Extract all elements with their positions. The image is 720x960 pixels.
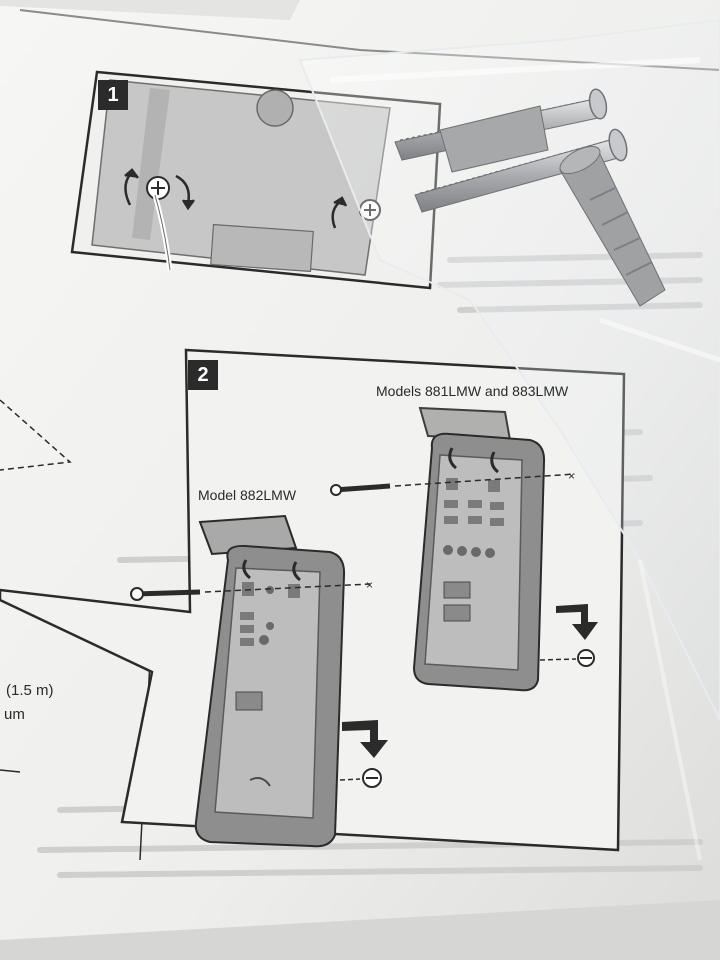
bottom-screw-881 [539,649,595,667]
models-881-883-label: Models 881LMW and 883LMW [376,383,569,399]
wire [154,194,171,271]
rotate-arrow-icon [124,168,348,229]
distance-measurement-unit: um [4,706,25,723]
remote-control-881-883lmw [412,406,546,692]
down-arrow-icon [556,604,598,640]
svg-text:×: × [568,469,575,483]
screw-head-icon [146,176,170,200]
remote-control-882lmw [194,514,346,848]
step-2-badge: 2 [188,360,218,390]
step-1-badge: 1 [98,80,128,110]
svg-text:×: × [366,578,373,592]
wall-screw-upper: × [330,469,576,496]
model-882-label: Model 882LMW [198,487,297,503]
down-arrow-icon [342,720,388,758]
bottom-screw-882 [339,768,382,788]
wall-anchor [559,145,666,307]
distance-measurement: (1.5 m) [6,682,54,699]
wall-screw-lower: × [130,578,373,601]
wall-anchor [439,105,549,173]
